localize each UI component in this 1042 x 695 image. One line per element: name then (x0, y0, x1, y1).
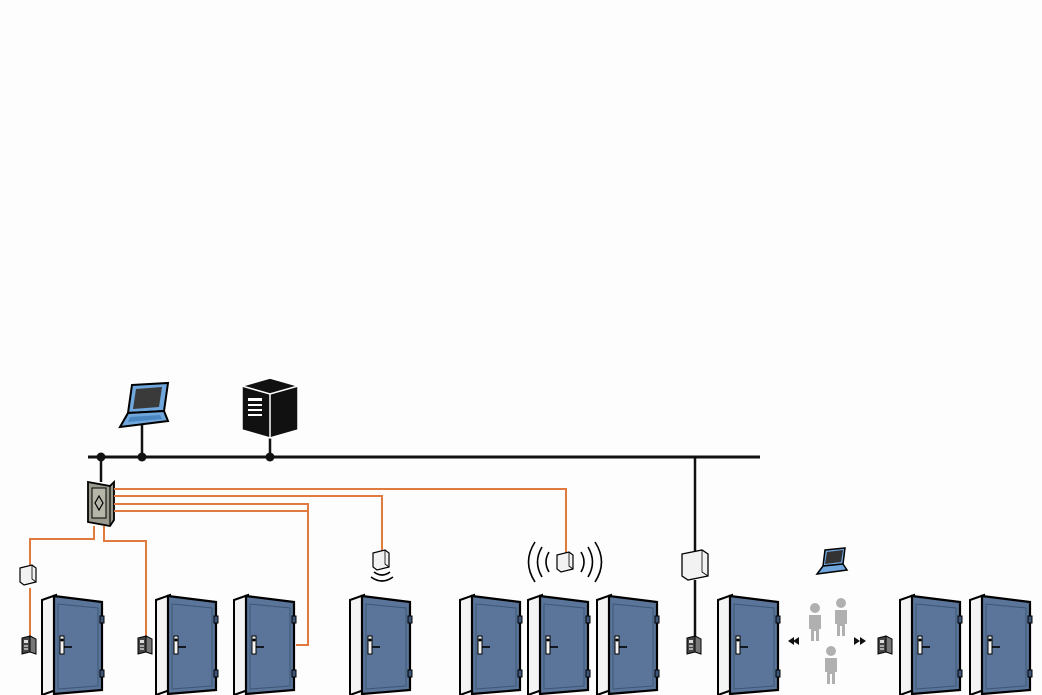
keypad-reader-icon (686, 635, 702, 655)
wired-links (29, 488, 567, 646)
person-icon (809, 603, 821, 641)
door-icon (716, 593, 782, 695)
person-icon (835, 598, 847, 636)
door-icon (154, 593, 220, 695)
arrow-right-icon (854, 637, 866, 645)
card-reader-icon (372, 549, 390, 571)
handheld-programmer-icon (815, 547, 849, 575)
keypad-reader-icon (877, 635, 893, 655)
laptop-icon (118, 381, 170, 429)
door-icon (968, 593, 1034, 695)
door-icon (40, 593, 106, 695)
bus-node (96, 452, 106, 462)
wireless-hub-icon (527, 541, 603, 583)
controller-icon (87, 479, 115, 527)
keypad-reader-icon (21, 635, 37, 655)
bus-node (137, 452, 147, 462)
door-icon (232, 593, 298, 695)
wireless-signal-icon (370, 571, 394, 582)
arrow-left-icon (788, 637, 799, 645)
bus-node (265, 452, 275, 462)
door-icon (458, 593, 524, 695)
door-icon (595, 593, 661, 695)
door-icon (898, 593, 964, 695)
card-reader-icon (19, 564, 37, 586)
person-icon (825, 646, 837, 684)
keypad-reader-icon (137, 635, 153, 655)
door-icon (348, 593, 414, 695)
server-icon (241, 377, 299, 439)
network-reader-icon (681, 549, 709, 581)
door-icon (526, 593, 592, 695)
